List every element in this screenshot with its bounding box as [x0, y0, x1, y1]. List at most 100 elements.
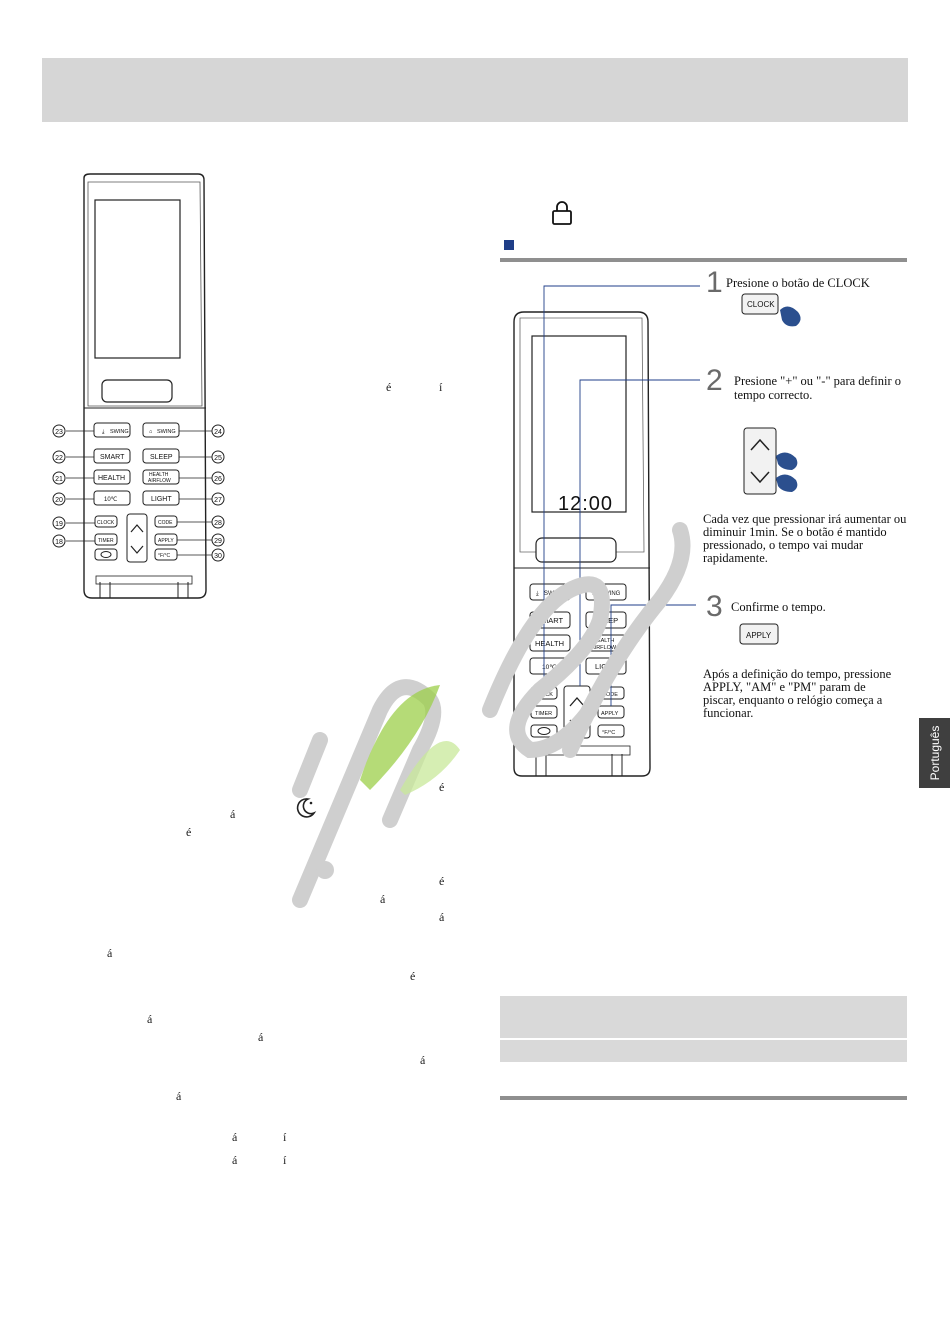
step-3-note-line3: piscar, enquanto o relógio começa a: [703, 693, 883, 707]
left-swing-vertical-button[interactable]: ⤓ SWING: [93, 422, 131, 438]
svg-text:20: 20: [55, 497, 63, 504]
svg-text:22: 22: [55, 455, 63, 462]
left-sleep-button[interactable]: SLEEP: [142, 448, 180, 464]
left-code-button[interactable]: CODE: [154, 515, 178, 528]
accent-glyph: á: [232, 1130, 238, 1144]
callout-23: 23: [52, 424, 66, 438]
left-timer-button[interactable]: TIMER: [94, 533, 118, 546]
right-swing-horizontal-button[interactable]: ⌂ SWING: [585, 583, 627, 601]
left-light-button[interactable]: LIGHT: [142, 490, 180, 506]
right-light-button[interactable]: LIGHT: [585, 657, 627, 675]
accent-glyph: é: [439, 874, 445, 888]
left-fc-button[interactable]: °F/°C: [154, 548, 178, 561]
step-1-text: Presione o botão de CLOCK: [726, 276, 870, 290]
svg-text:AIRFLOW: AIRFLOW: [148, 478, 171, 484]
callout-25: 25: [211, 450, 225, 464]
svg-text:HEALTH: HEALTH: [98, 475, 125, 482]
left-swing-horizontal-button[interactable]: ⌂ SWING: [142, 422, 180, 438]
callout-18: 18: [52, 534, 66, 548]
right-health-airflow-button[interactable]: HEALTH AIRFLOW: [585, 634, 627, 652]
step-2-rocker-illustration: [743, 427, 798, 495]
accent-glyph: á: [439, 910, 445, 924]
accent-glyph: á: [420, 1053, 426, 1067]
svg-text:10℃: 10℃: [104, 497, 118, 503]
right-sleep-button[interactable]: SLEEP: [585, 611, 627, 629]
accent-glyph: é: [439, 780, 445, 794]
svg-text:TIMER: TIMER: [98, 538, 114, 544]
svg-text:LIGHT: LIGHT: [151, 496, 172, 503]
right-fc-button[interactable]: °F/°C: [597, 724, 625, 738]
left-smart-button[interactable]: SMART: [93, 448, 131, 464]
step-2-note-line4: rapidamente.: [703, 551, 768, 565]
sleep-moon-icon: [296, 798, 317, 818]
accent-glyph: í: [283, 1130, 287, 1144]
callout-22: 22: [52, 450, 66, 464]
svg-text:CLOCK: CLOCK: [534, 692, 553, 698]
section-marker: [504, 240, 514, 250]
accent-glyph: á: [232, 1153, 238, 1167]
svg-text:CODE: CODE: [158, 520, 173, 526]
svg-text:27: 27: [214, 497, 222, 504]
right-power-button[interactable]: [530, 724, 558, 738]
left-health-airflow-button[interactable]: HEALTH AIRFLOW: [142, 469, 180, 485]
svg-text:19: 19: [55, 521, 63, 528]
svg-text:°F/°C: °F/°C: [602, 730, 615, 736]
left-up-down-rocker[interactable]: [126, 513, 148, 563]
right-health-button[interactable]: HEALTH: [529, 634, 571, 652]
right-clock-button[interactable]: CLOCK: [530, 686, 558, 700]
svg-text:⌂: ⌂: [592, 591, 596, 597]
accent-glyph: á: [176, 1089, 182, 1103]
right-timer-button[interactable]: TIMER: [530, 705, 558, 719]
accent-glyph: á: [107, 946, 113, 960]
left-apply-button[interactable]: APPLY: [154, 533, 178, 546]
svg-text:18: 18: [55, 539, 63, 546]
svg-text:30: 30: [214, 553, 222, 560]
left-clock-button[interactable]: CLOCK: [94, 515, 118, 528]
right-apply-button[interactable]: APPLY: [597, 705, 625, 719]
step-2-number: 2: [706, 364, 723, 397]
svg-text:°F/°C: °F/°C: [158, 553, 170, 559]
step-3-number: 3: [706, 590, 723, 623]
svg-text:CLOCK: CLOCK: [747, 300, 775, 309]
step-2-note-line2: diminuir 1min. Se o botão é mantido: [703, 525, 887, 539]
step-3-note-line4: funcionar.: [703, 706, 754, 720]
svg-text:AIRFLOW: AIRFLOW: [591, 645, 617, 651]
svg-text:SWING: SWING: [544, 591, 565, 597]
right-up-down-rocker[interactable]: [563, 685, 591, 739]
accent-glyph: é: [410, 969, 416, 983]
callout-21: 21: [52, 471, 66, 485]
right-swing-vertical-button[interactable]: ⤓ SWING: [529, 583, 571, 601]
left-power-button[interactable]: [94, 548, 118, 561]
accent-glyph: á: [258, 1030, 264, 1044]
left-ten-degree-button[interactable]: 10℃: [93, 490, 131, 506]
accent-glyph: é: [186, 825, 192, 839]
section-subheader-band: [500, 1040, 907, 1062]
svg-text:23: 23: [55, 429, 63, 436]
svg-text:24: 24: [214, 429, 222, 436]
page-header-band: [42, 58, 908, 122]
callout-20: 20: [52, 492, 66, 506]
accent-glyph: á: [230, 807, 236, 821]
svg-text:TIMER: TIMER: [535, 711, 552, 717]
svg-text:HEALTH: HEALTH: [535, 639, 564, 648]
svg-text:⌂: ⌂: [149, 429, 152, 435]
callout-19: 19: [52, 516, 66, 530]
accent-glyph: á: [147, 1012, 153, 1026]
right-ten-degree-button[interactable]: 10℃: [529, 657, 571, 675]
svg-text:⤓: ⤓: [536, 590, 539, 597]
callout-30: 30: [211, 548, 225, 562]
svg-text:APPLY: APPLY: [746, 631, 772, 640]
right-smart-button[interactable]: SMART: [529, 611, 571, 629]
svg-text:SMART: SMART: [537, 616, 564, 625]
left-health-button[interactable]: HEALTH: [93, 469, 131, 485]
step-2-note-line3: pressionado, o tempo vai mudar: [703, 538, 864, 552]
step-2-text-line1: Presione "+" ou "-" para definir o: [734, 374, 901, 388]
step-2-text-line2: tempo correcto.: [734, 388, 813, 402]
language-tab[interactable]: Português: [919, 718, 950, 788]
step-3-note-line2: APPLY, "AM" e "PM" param de: [703, 680, 866, 694]
accent-glyph: í: [283, 1153, 287, 1167]
svg-text:SLEEP: SLEEP: [150, 454, 173, 461]
section-divider-bottom: [500, 1096, 907, 1100]
left-remote-illustration: ⤓ SWING ⌂ SWING SMART SLEEP HEALTH HEALT…: [52, 173, 225, 599]
svg-text:SLEEP: SLEEP: [594, 616, 618, 625]
